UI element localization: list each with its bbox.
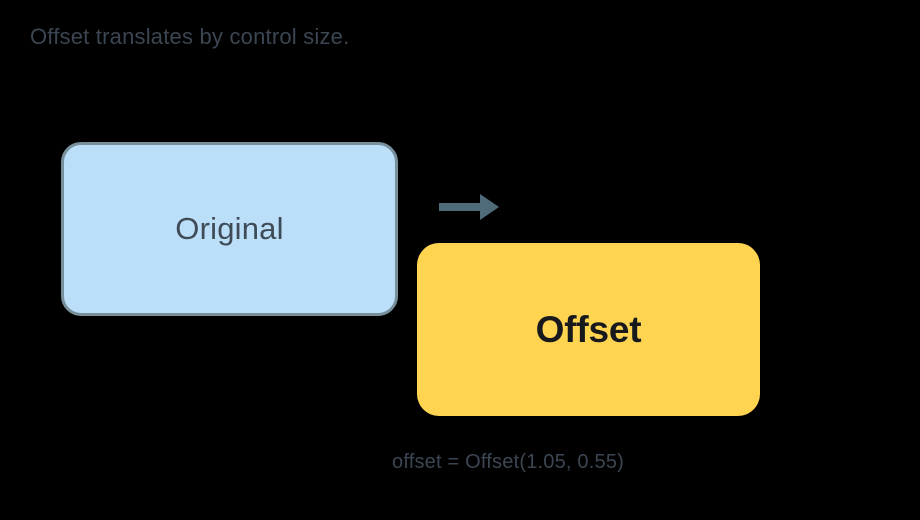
page-title: Offset translates by control size. [30,24,350,49]
offset-control-box: Offset [417,243,760,416]
offset-control-label: Offset [535,308,642,350]
original-control-label: Original [175,211,284,246]
offset-caption: offset = Offset(1.05, 0.55) [392,451,625,473]
original-control-box: Original [61,142,398,316]
translation-arrow-icon [436,190,502,224]
